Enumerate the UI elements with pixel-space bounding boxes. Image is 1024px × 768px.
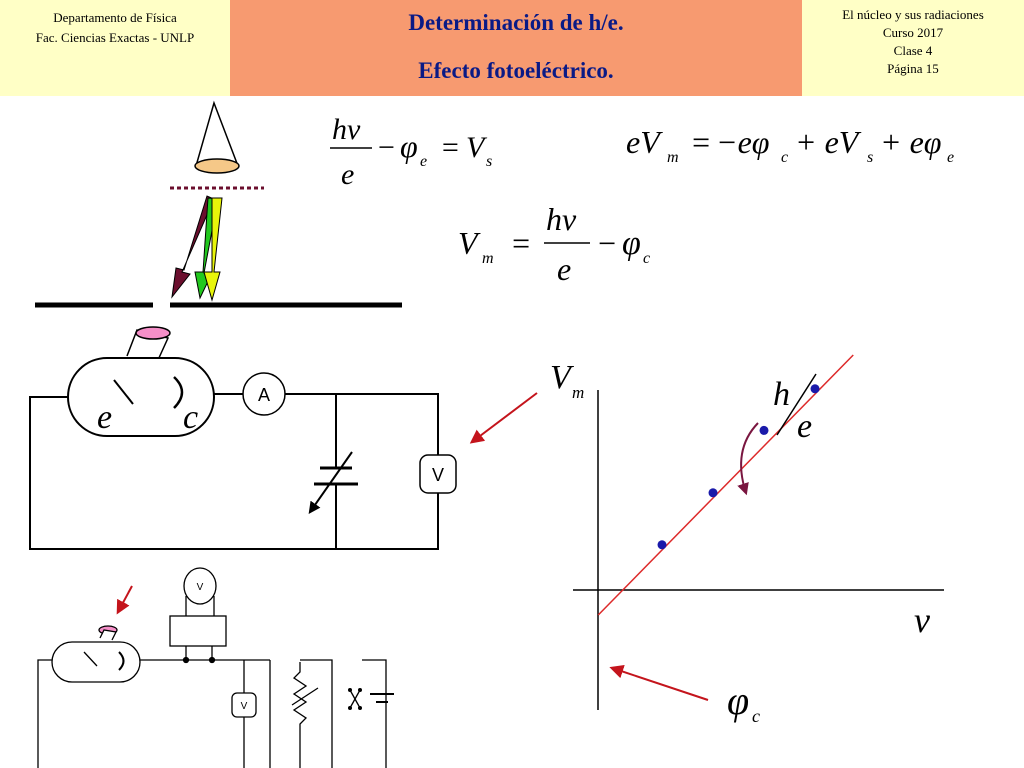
data-point-1 xyxy=(657,540,667,550)
small-circuit xyxy=(37,567,394,768)
phototube: e c xyxy=(67,326,215,437)
eq3-numerator: hν xyxy=(546,201,577,237)
eq2-lhs: eV xyxy=(626,124,663,160)
small-voltmeter-bottom-label: V xyxy=(241,701,248,712)
header-department-line1: Departamento de Física xyxy=(53,10,177,25)
eq2-lhs-sub: m xyxy=(667,149,679,166)
eq1-denominator: e xyxy=(341,158,354,191)
emitter-label: e xyxy=(97,399,112,436)
intercept-pointer-arrow xyxy=(609,664,709,701)
eq3-minus: − xyxy=(596,225,618,261)
equation-1: hν e − φ e = V s xyxy=(330,113,492,191)
intercept-label-sub: c xyxy=(752,706,760,726)
eq1-numerator: hν xyxy=(332,113,361,146)
header-course-line4: Página 15 xyxy=(887,61,939,76)
eq2-term3: + eφ xyxy=(880,124,942,160)
eq1-rhs-sub: s xyxy=(486,153,492,170)
header-course: El núcleo y sus radiaciones Curso 2017 C… xyxy=(802,0,1024,96)
slope-numerator: h xyxy=(773,376,790,413)
graph-x-label: ν xyxy=(914,600,930,640)
eq2-term2: + eV xyxy=(795,124,862,160)
light-arrows xyxy=(171,195,223,302)
eq2-term1: −eφ xyxy=(716,124,770,160)
main-circuit-wires xyxy=(29,393,439,550)
eq2-term3-sub: e xyxy=(947,149,954,166)
pointer-arrow-voltmeter xyxy=(469,392,538,444)
header-course-line3: Clase 4 xyxy=(893,43,933,58)
header-course-line2: Curso 2017 xyxy=(882,25,944,40)
vm-vs-nu-graph: V m ν h e φ c xyxy=(550,354,944,726)
graph-y-label-sub: m xyxy=(572,383,584,402)
data-point-3 xyxy=(759,425,769,435)
variable-battery xyxy=(308,451,358,514)
small-voltmeter-top-label: V xyxy=(197,582,204,593)
eq1-minus: − xyxy=(376,131,396,164)
voltmeter-label: V xyxy=(432,465,444,485)
eq3-lhs: V xyxy=(458,225,481,261)
eq1-phi-sub: e xyxy=(420,153,427,170)
eq1-phi: φ xyxy=(400,128,418,164)
collector-label: c xyxy=(183,399,198,436)
header-department: Departamento de Física Fac. Ciencias Exa… xyxy=(0,0,230,96)
data-point-4 xyxy=(810,384,820,394)
ammeter-label: A xyxy=(258,385,270,405)
intercept-label: φ xyxy=(727,678,749,723)
slope-denominator: e xyxy=(797,408,812,445)
title-line2: Efecto fotoeléctrico. xyxy=(418,58,614,83)
fit-line xyxy=(597,354,854,616)
slope-curved-arrow xyxy=(737,422,759,496)
ammeter: A xyxy=(242,372,286,416)
header-department-line2: Fac. Ciencias Exactas - UNLP xyxy=(35,30,195,45)
eq1-equals: = xyxy=(440,131,460,164)
eq2-term1-sub: c xyxy=(781,149,788,166)
eq2-term2-sub: s xyxy=(867,149,873,166)
eq3-lhs-sub: m xyxy=(482,250,494,267)
eq3-phi-sub: c xyxy=(643,250,650,267)
lamp xyxy=(194,100,240,174)
eq2-equals: = xyxy=(690,124,712,160)
eq3-equals: = xyxy=(510,225,532,261)
title-line1: Determinación de h/e. xyxy=(408,10,624,35)
eq3-phi: φ xyxy=(622,225,641,262)
eq3-denominator: e xyxy=(557,251,571,287)
data-point-2 xyxy=(708,488,718,498)
eq1-rhs: V xyxy=(466,131,488,164)
equation-2: eV m = −eφ c + eV s + eφ e xyxy=(626,124,954,166)
header-course-line1: El núcleo y sus radiaciones xyxy=(842,7,984,22)
header-title: Determinación de h/e. Efecto fotoeléctri… xyxy=(230,0,802,96)
equation-3: V m = hν e − φ c xyxy=(458,201,650,287)
voltmeter: V xyxy=(419,454,457,494)
small-circuit-dots xyxy=(348,688,362,710)
